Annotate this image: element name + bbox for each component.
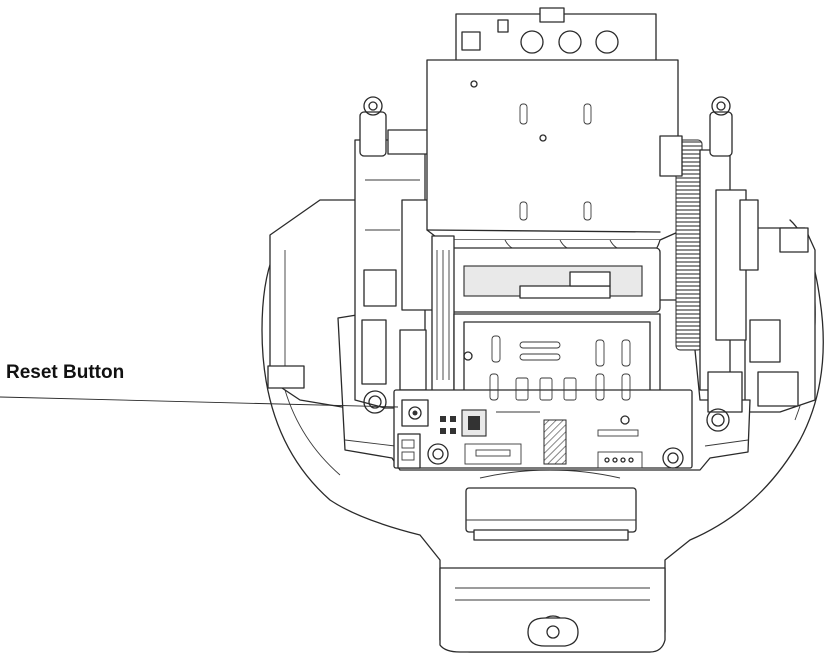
circuit-board (393, 335, 693, 469)
reset-button-label: Reset Button (6, 362, 125, 383)
base-housing (261, 199, 824, 653)
shield-box (426, 59, 679, 259)
reset-callout-leader (0, 396, 399, 408)
right-gear-assembly (659, 96, 759, 432)
top-block (455, 7, 657, 67)
connector-frame (431, 235, 661, 415)
